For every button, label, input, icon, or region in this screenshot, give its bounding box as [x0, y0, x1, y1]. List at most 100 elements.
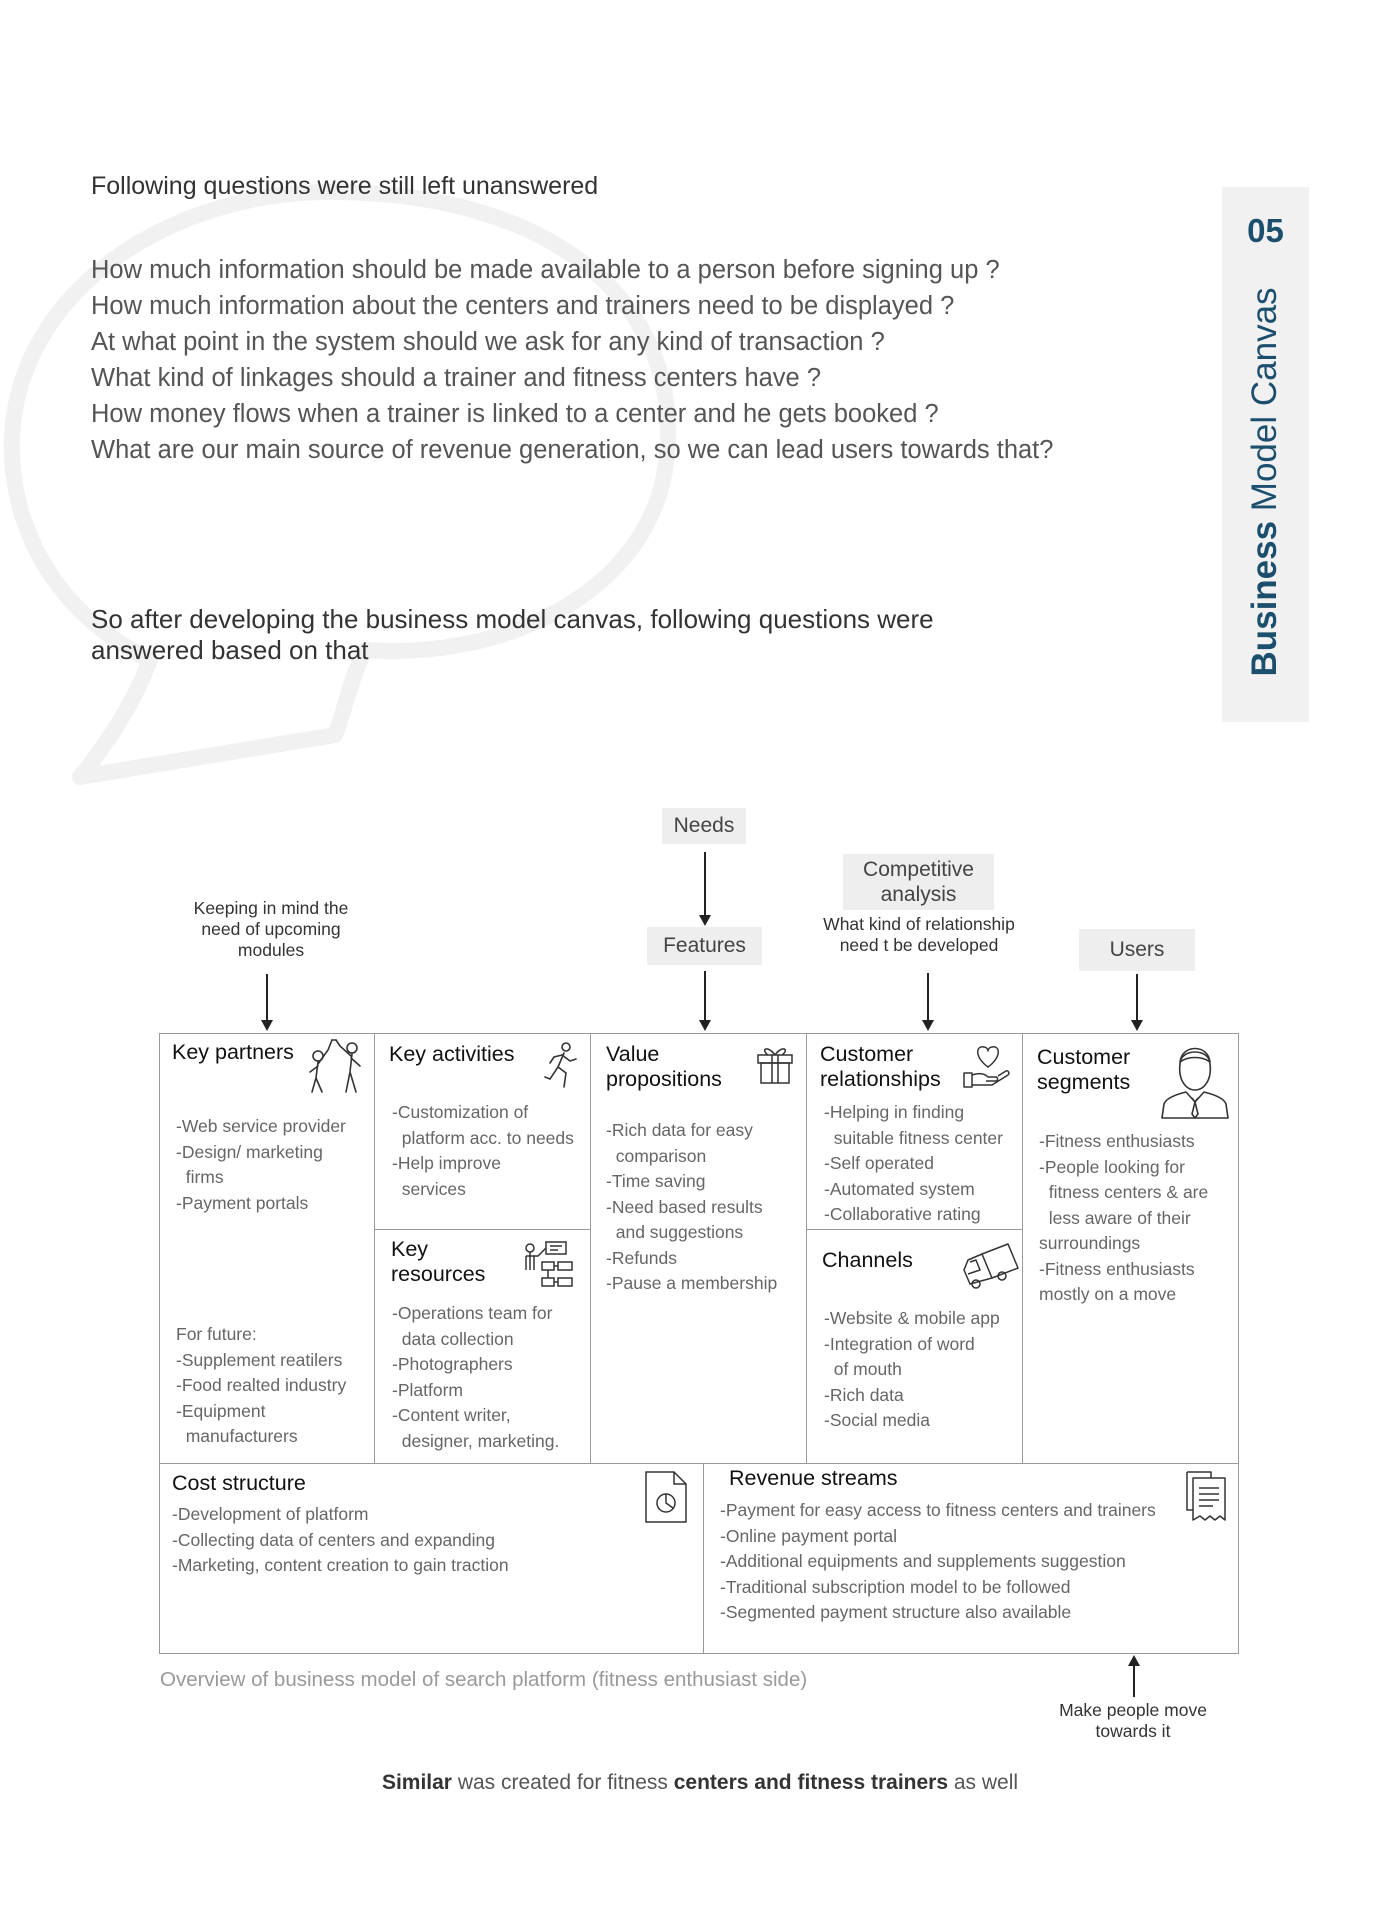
- relationship-note: What kind of relationship need t be deve…: [823, 914, 1015, 955]
- channels-title: Channels: [822, 1248, 913, 1272]
- grid-divider: [159, 1463, 1239, 1464]
- grid-divider: [374, 1229, 590, 1230]
- revenue-arrowhead: [1128, 1655, 1140, 1666]
- section-side-tab: [1222, 187, 1309, 722]
- list-item: data collection: [392, 1328, 514, 1349]
- list-item: -Pause a membership: [606, 1273, 778, 1293]
- list-item: -Customization of: [392, 1102, 529, 1122]
- list-item: -Help improve: [392, 1153, 501, 1173]
- grid-divider: [590, 1033, 591, 1463]
- competitive-analysis-tag: Competitive analysis: [843, 854, 994, 910]
- list-item: manufacturers: [176, 1426, 298, 1446]
- answered-intro: So after developing the business model c…: [91, 604, 934, 665]
- users-arrowhead: [1131, 1020, 1143, 1031]
- list-item: -Web service provider: [176, 1116, 346, 1136]
- list-item: -Segmented payment structure also availa…: [720, 1602, 1072, 1622]
- presentation-board-icon: [524, 1240, 576, 1292]
- list-item: For future:: [176, 1324, 257, 1344]
- list-item: services: [392, 1178, 466, 1199]
- list-item: -Social media: [824, 1410, 931, 1430]
- list-item: designer, marketing.: [392, 1430, 560, 1451]
- cost-structure-list: -Development of platform -Collecting dat…: [172, 1502, 509, 1579]
- list-item: and suggestions: [606, 1222, 744, 1242]
- list-item: -Payment for easy access to fitness cent…: [720, 1500, 1156, 1520]
- running-person-icon: [544, 1041, 578, 1089]
- revenue-streams-list: -Payment for easy access to fitness cent…: [720, 1498, 1156, 1626]
- list-item: -Fitness enthusiasts: [1039, 1258, 1195, 1279]
- list-item: -Traditional subscription model to be fo…: [720, 1576, 1071, 1597]
- list-item: -Payment portals: [176, 1192, 309, 1213]
- list-item: -Collaborative rating: [824, 1204, 981, 1224]
- value-propositions-title: Value propositions: [606, 1042, 722, 1091]
- features-arrow: [704, 971, 706, 1021]
- list-item: -Self operated: [824, 1153, 934, 1173]
- grid-divider: [806, 1033, 807, 1463]
- cost-structure-title: Cost structure: [172, 1471, 306, 1495]
- question-item: What are our main source of revenue gene…: [91, 436, 1054, 464]
- needs-tag: Needs: [662, 808, 746, 844]
- question-item: How money flows when a trainer is linked…: [91, 400, 939, 428]
- partners-note: Keeping in mind the need of upcoming mod…: [193, 898, 349, 960]
- list-item: of mouth: [824, 1359, 902, 1379]
- customer-segments-list: -Fitness enthusiasts -People looking for…: [1039, 1129, 1208, 1308]
- document-chart-icon: [644, 1470, 688, 1524]
- list-item: -Rich data for easy: [606, 1120, 753, 1140]
- grid-divider: [374, 1033, 375, 1463]
- list-item: comparison: [606, 1145, 707, 1166]
- businessman-icon: [1158, 1040, 1232, 1120]
- list-item: -Time saving: [606, 1171, 706, 1191]
- figure-caption: Overview of business model of search pla…: [160, 1668, 808, 1691]
- list-item: mostly on a move: [1039, 1284, 1177, 1304]
- list-item: fitness centers & are: [1039, 1182, 1209, 1202]
- question-item: What kind of linkages should a trainer a…: [91, 364, 821, 392]
- list-item: -Online payment portal: [720, 1525, 898, 1546]
- key-partners-future-list: For future: -Supplement reatilers -Food …: [176, 1322, 346, 1450]
- needs-arrow: [704, 852, 706, 917]
- list-item: firms: [176, 1167, 224, 1187]
- list-item: -Fitness enthusiasts: [1039, 1131, 1195, 1151]
- grid-divider: [1022, 1033, 1023, 1463]
- list-item: -Content writer,: [392, 1405, 511, 1425]
- list-item: -Integration of word: [824, 1333, 975, 1354]
- high-five-icon: [304, 1036, 368, 1096]
- receipt-icon: [1185, 1470, 1229, 1522]
- list-item: -Photographers: [392, 1354, 513, 1374]
- customer-relationships-list: -Helping in finding suitable fitness cen…: [824, 1100, 1003, 1228]
- key-resources-title: Key resources: [391, 1237, 486, 1286]
- list-item: -Need based results: [606, 1196, 763, 1217]
- partners-arrow: [266, 974, 268, 1022]
- customer-segments-title: Customer segments: [1037, 1045, 1131, 1094]
- list-item: less aware of their: [1039, 1207, 1191, 1228]
- heart-hand-icon: [962, 1043, 1012, 1091]
- list-item: -Website & mobile app: [824, 1308, 1000, 1328]
- question-item: How much information should be made avai…: [91, 256, 1000, 284]
- list-item: -Additional equipments and supplements s…: [720, 1551, 1126, 1571]
- section-title: Business Model Canvas: [1245, 287, 1284, 677]
- list-item: -People looking for: [1039, 1156, 1185, 1177]
- list-item: -Food realted industry: [176, 1375, 347, 1395]
- value-propositions-list: -Rich data for easy comparison -Time sav…: [606, 1118, 777, 1297]
- relationship-arrow: [927, 973, 929, 1022]
- list-item: -Marketing, content creation to gain tra…: [172, 1555, 509, 1575]
- list-item: -Helping in finding: [824, 1102, 965, 1122]
- features-arrowhead: [699, 1020, 711, 1031]
- key-resources-list: -Operations team for data collection -Ph…: [392, 1301, 559, 1454]
- grid-divider: [703, 1463, 704, 1654]
- users-tag: Users: [1079, 929, 1195, 971]
- list-item: -Collecting data of centers and expandin…: [172, 1529, 495, 1550]
- key-activities-list: -Customization of platform acc. to needs…: [392, 1100, 574, 1202]
- needs-arrowhead: [699, 915, 711, 926]
- key-partners-title: Key partners: [172, 1040, 294, 1064]
- list-item: -Automated system: [824, 1178, 975, 1199]
- page-heading: Following questions were still left unan…: [91, 172, 599, 200]
- list-item: -Refunds: [606, 1247, 678, 1268]
- delivery-truck-icon: [962, 1240, 1020, 1292]
- revenue-arrow: [1133, 1665, 1135, 1697]
- revenue-streams-title: Revenue streams: [729, 1466, 898, 1490]
- business-model-canvas: [159, 1033, 1239, 1654]
- channels-list: -Website & mobile app -Integration of wo…: [824, 1306, 1000, 1434]
- question-item: How much information about the centers a…: [91, 292, 955, 320]
- list-item: surroundings: [1039, 1233, 1141, 1253]
- list-item: -Equipment: [176, 1400, 266, 1421]
- customer-relationships-title: Customer relationships: [820, 1042, 941, 1091]
